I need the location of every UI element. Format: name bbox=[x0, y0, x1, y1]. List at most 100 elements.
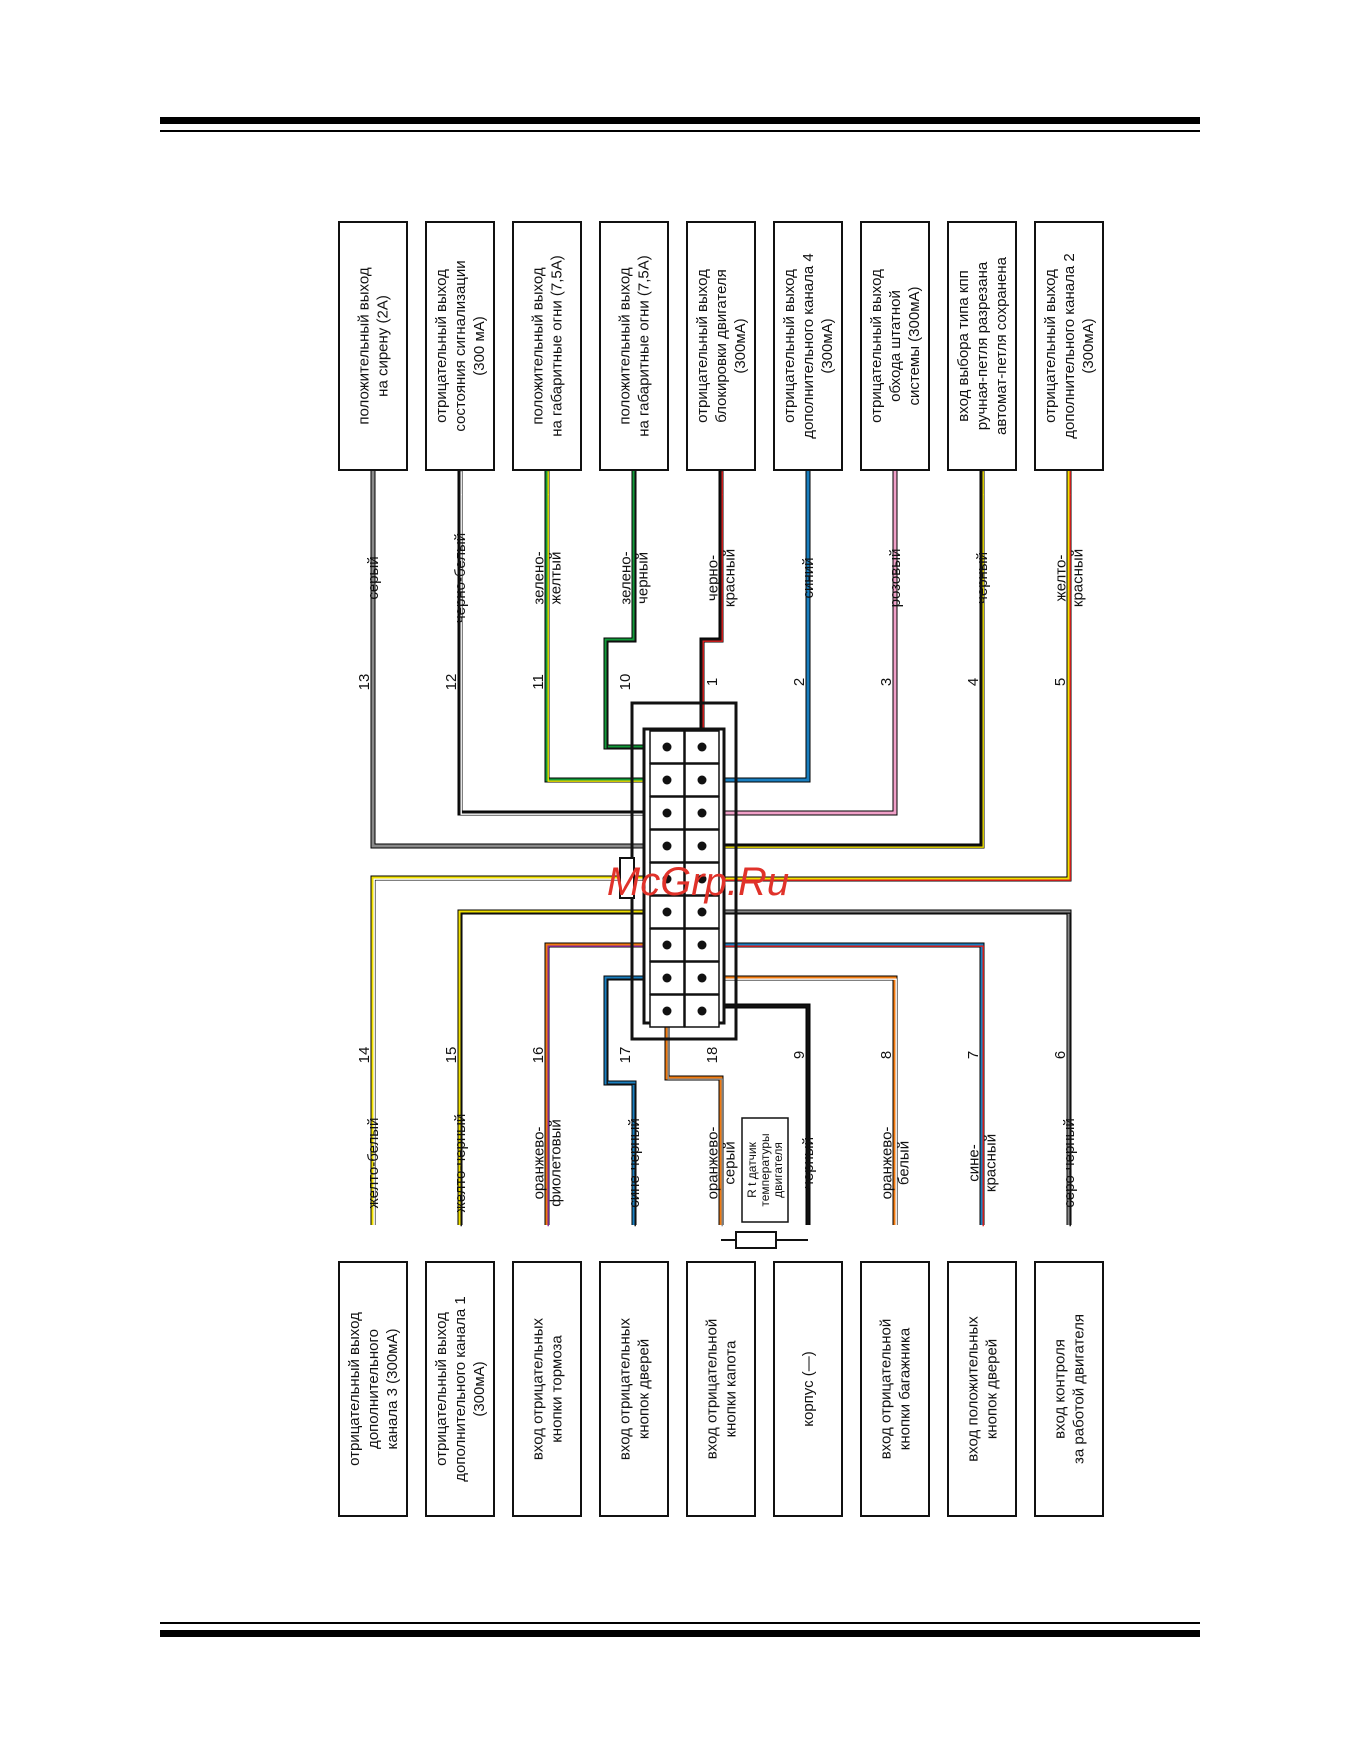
top-wire-4 bbox=[702, 480, 985, 849]
bottom-box-15-line: отрицательный выход bbox=[433, 1312, 450, 1466]
pin-dot bbox=[662, 907, 672, 917]
bottom-box-15-line: дополнительного канала 1 bbox=[452, 1296, 469, 1482]
top-wire-4-base bbox=[702, 480, 984, 848]
pin-dot bbox=[662, 775, 672, 785]
top-wire-13-base bbox=[371, 480, 667, 848]
top-stub-11 bbox=[544, 470, 550, 496]
top-box-11-line: положительный выход bbox=[530, 267, 547, 424]
bottom-color-label-17: сине-черный bbox=[626, 1118, 643, 1207]
top-wire-11 bbox=[544, 480, 669, 783]
top-box-2-line: отрицательный выход bbox=[781, 269, 798, 423]
top-rule-thick bbox=[160, 117, 1200, 124]
bottom-box-14-frame bbox=[338, 1261, 408, 1517]
bottom-box-17-frame bbox=[599, 1261, 669, 1517]
bottom-color-label-16-line: оранжево- bbox=[531, 1127, 548, 1200]
bottom-box-6-line: вход контроля bbox=[1052, 1339, 1069, 1439]
top-wire-12-base bbox=[458, 480, 667, 815]
pin-dot bbox=[697, 775, 707, 785]
bottom-color-label-8-line: оранжево- bbox=[879, 1127, 896, 1200]
top-rule-thin bbox=[160, 130, 1200, 132]
bottom-color-label-9: черный bbox=[800, 1137, 817, 1189]
top-wire-1-stripe bbox=[702, 481, 723, 749]
bottom-box-8-frame bbox=[860, 1261, 930, 1517]
bottom-box-18-line: кнопки капота bbox=[723, 1340, 740, 1437]
top-color-label-12-line: черно-белый bbox=[452, 533, 469, 623]
bottom-box-14-line: дополнительного bbox=[365, 1329, 382, 1449]
bottom-color-label-15-line: желто-черный bbox=[452, 1114, 469, 1213]
top-box-3-line: отрицательный выход bbox=[868, 269, 885, 423]
top-wire-3 bbox=[702, 480, 898, 816]
pin-dot bbox=[662, 808, 672, 818]
top-wire-11-stripe bbox=[547, 481, 669, 782]
top-color-label-11-line: желтый bbox=[548, 552, 565, 605]
pin-dot bbox=[697, 808, 707, 818]
bottom-wire-18-stripe bbox=[667, 1012, 723, 1227]
top-stub-5 bbox=[1066, 470, 1072, 496]
top-wire-11-base bbox=[545, 480, 667, 782]
bottom-color-label-6-line: серо-черный bbox=[1061, 1118, 1078, 1207]
bottom-wire-18-base bbox=[665, 1011, 723, 1225]
top-box-3-frame bbox=[860, 221, 930, 471]
top-wire-13-outline bbox=[370, 480, 667, 849]
resistor-label-line: двигателя bbox=[771, 1142, 785, 1198]
top-color-label-13-line: серый bbox=[365, 556, 382, 599]
pin-dot bbox=[697, 973, 707, 983]
bottom-box-15-frame bbox=[425, 1261, 495, 1517]
pin-dot bbox=[662, 940, 672, 950]
bottom-box-16-frame bbox=[512, 1261, 582, 1517]
pin-cell bbox=[649, 994, 685, 1028]
pin-number-9: 9 bbox=[791, 1051, 808, 1059]
top-box-5-line: отрицательный выход bbox=[1042, 269, 1059, 423]
top-wire-12-stripe bbox=[460, 481, 669, 815]
top-box-12-line: (300 мА) bbox=[471, 316, 488, 376]
top-color-label-3: розовый bbox=[887, 549, 904, 608]
top-wire-10-base bbox=[604, 480, 667, 749]
pin-cell bbox=[684, 928, 720, 962]
bottom-color-label-7-line: сине- bbox=[966, 1144, 983, 1182]
bottom-wire-6 bbox=[702, 909, 1072, 1227]
bottom-wire-7-stripe bbox=[703, 945, 984, 1227]
bottom-box-6-line: за работой двигателя bbox=[1071, 1314, 1088, 1464]
bottom-color-label-18: оранжево-серый bbox=[705, 1127, 739, 1200]
top-box-1-line: (300мА) bbox=[732, 318, 749, 373]
bottom-box-15-line: (300мА) bbox=[471, 1361, 488, 1416]
top-color-label-5-line: красный bbox=[1070, 549, 1087, 607]
top-box-2-line: (300мА) bbox=[819, 318, 836, 373]
top-wire-3-base bbox=[702, 480, 897, 815]
bottom-wire-8-base bbox=[702, 976, 897, 1225]
top-box-2-frame bbox=[773, 221, 843, 471]
bottom-rule-thin bbox=[160, 1622, 1200, 1624]
bottom-wire-6-stripe bbox=[703, 912, 1071, 1227]
top-color-label-10: зелено-черный bbox=[618, 551, 652, 604]
bottom-wire-18 bbox=[664, 1011, 724, 1227]
bottom-wire-8-stripe bbox=[703, 978, 897, 1227]
bottom-color-label-6: серо-черный bbox=[1061, 1118, 1078, 1207]
top-wire-5 bbox=[702, 480, 1072, 882]
top-box-3-line: обхода штатной bbox=[887, 290, 904, 402]
top-box-13-line: положительный выход bbox=[356, 267, 373, 424]
pin-number-17: 17 bbox=[617, 1047, 634, 1064]
top-wire-4-stripe bbox=[703, 481, 984, 848]
resistor-label-box bbox=[741, 1117, 789, 1223]
top-box-5-line: дополнительного канала 2 bbox=[1061, 253, 1078, 439]
pin-number-14: 14 bbox=[356, 1047, 373, 1064]
pin-dot bbox=[662, 841, 672, 851]
top-wire-4-outline bbox=[702, 480, 985, 849]
top-color-label-11: зелено-желтый bbox=[531, 551, 565, 604]
bottom-wire-17-stripe bbox=[606, 978, 669, 1227]
top-box-5-line: (300мА) bbox=[1080, 318, 1097, 373]
bottom-box-7-line: вход положительных bbox=[965, 1316, 982, 1462]
pin-dot bbox=[662, 874, 672, 884]
